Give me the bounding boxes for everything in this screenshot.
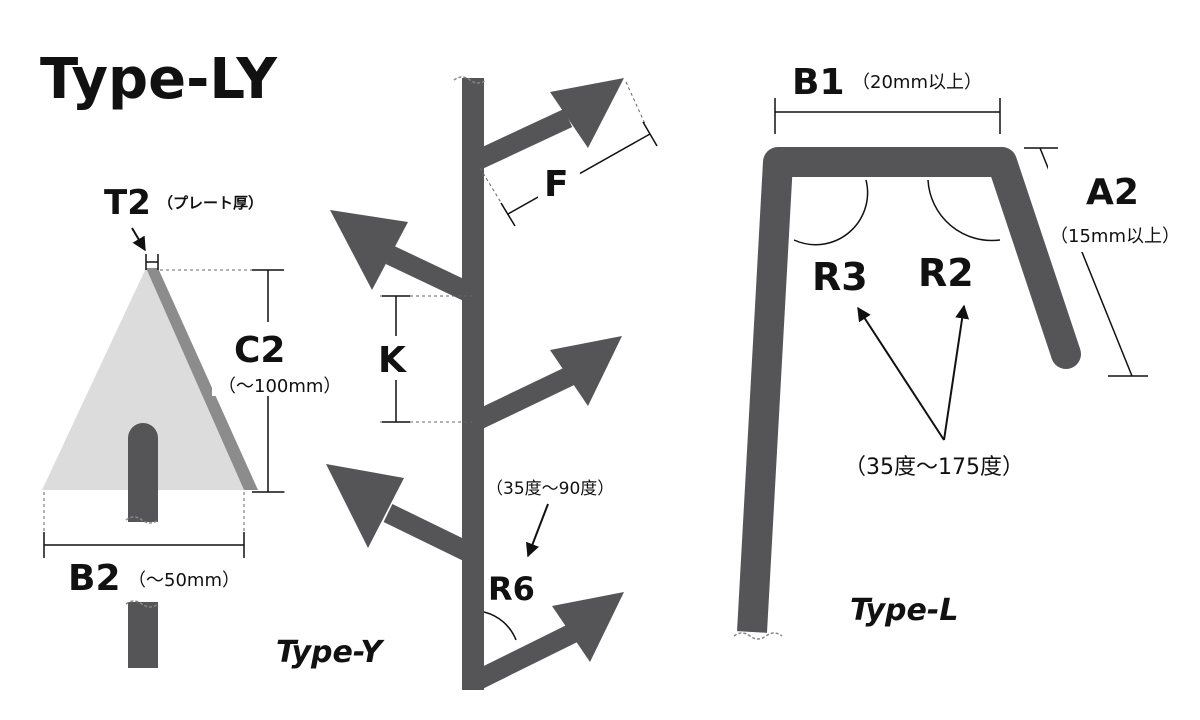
break-mark xyxy=(733,632,783,640)
type-l-caption: Type-L xyxy=(850,593,958,628)
type-ly-title: Type-LY xyxy=(40,47,278,112)
triangle-plate xyxy=(42,268,244,490)
plate-edge xyxy=(146,268,258,490)
t2-arrow xyxy=(131,227,146,252)
branch-arrow-lower-left xyxy=(326,464,404,548)
r2-arc xyxy=(927,179,1001,242)
r3-arrow xyxy=(857,306,945,441)
r2-label: R2 xyxy=(918,251,974,295)
branch-arrow-upper-left xyxy=(330,210,408,290)
r6-arrow xyxy=(525,503,549,558)
type-y-figure: F K R6 （35度～90度） Type-Y xyxy=(276,76,658,690)
r6-arc xyxy=(483,611,517,641)
type-ly-lower-stem xyxy=(128,602,158,668)
b2-label: B2 xyxy=(68,558,121,599)
r3-arc xyxy=(793,179,869,246)
break-mark xyxy=(453,76,487,84)
type-ly-stem xyxy=(128,423,158,522)
b1-note: （20mm以上） xyxy=(852,72,982,93)
a2-label: A2 xyxy=(1086,172,1139,213)
type-y-caption: Type-Y xyxy=(276,635,385,670)
c2-note: （～100mm） xyxy=(218,376,341,397)
break-mark xyxy=(125,600,159,608)
type-ly-figure: Type-LY T2 （プレート厚） C2 （～100mm） B2 （ xyxy=(40,47,341,668)
r6-label: R6 xyxy=(488,570,535,608)
type-l-figure: B1 （20mm以上） A2 （15mm以上） R3 R2 （35度～175度）… xyxy=(733,62,1180,640)
b1-label: B1 xyxy=(792,62,845,103)
type-y-trunk xyxy=(462,78,484,690)
t2-label: T2 xyxy=(104,183,151,223)
r2-arrow xyxy=(943,304,970,441)
b2-note: （～50mm） xyxy=(128,570,240,591)
c2-label: C2 xyxy=(234,330,285,371)
k-label: K xyxy=(378,340,407,381)
a2-note: （15mm以上） xyxy=(1050,226,1180,247)
t2-note: （プレート厚） xyxy=(158,194,263,212)
r3-label: R3 xyxy=(812,255,868,299)
branch-arrow-middle-right xyxy=(550,336,622,406)
break-mark xyxy=(125,516,159,524)
angle-note: （35度～175度） xyxy=(844,455,1024,480)
type-l-bar xyxy=(737,147,1081,633)
f-label: F xyxy=(544,164,569,205)
branch-arrow-lower-right xyxy=(552,592,624,662)
r6-note: （35度～90度） xyxy=(486,479,614,499)
branch-arrow-upper-right xyxy=(550,78,624,148)
